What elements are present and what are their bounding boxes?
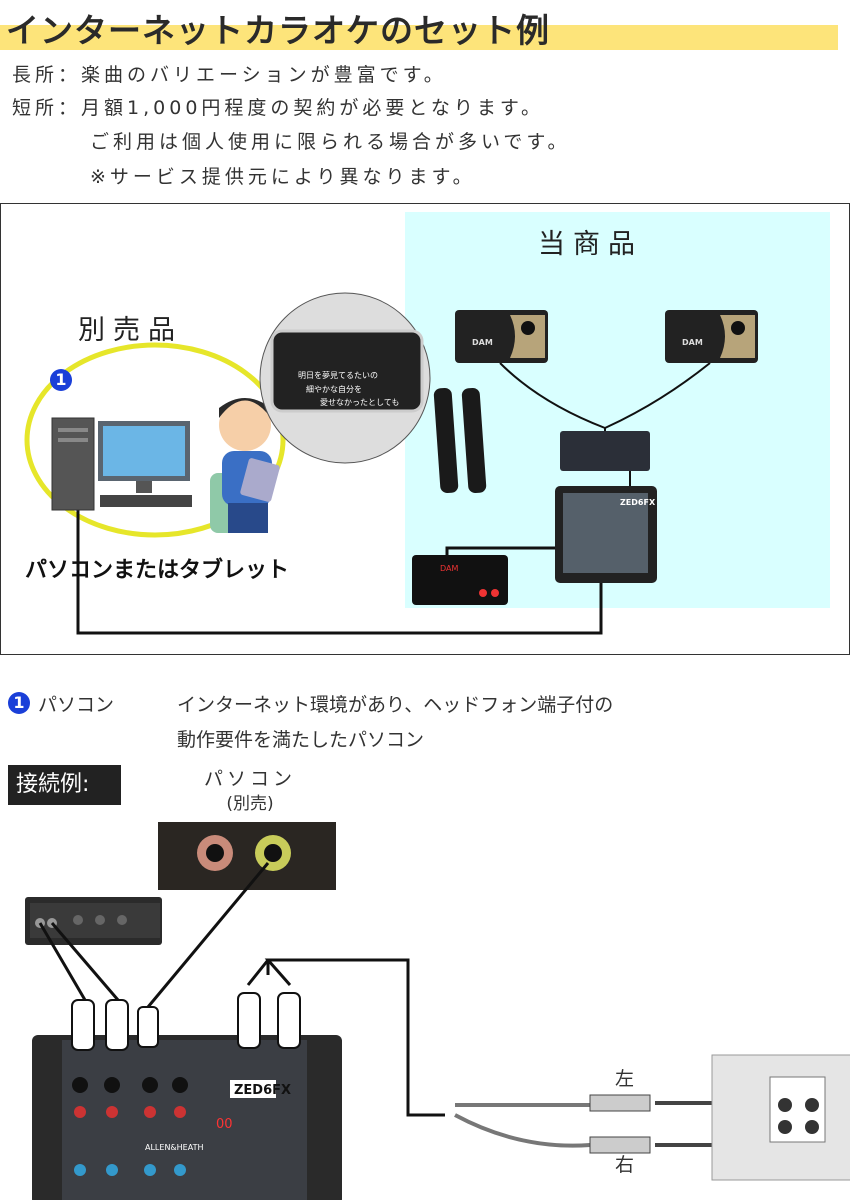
separate-label: 別売品 <box>78 315 183 346</box>
item1-desc-2: 動作要件を満たしたパソコン <box>177 729 425 751</box>
diagram-graphics: 明日を夢見てるたいの 細やかな自分を 愛せなかったとしても DAM DAM ZE… <box>24 292 758 635</box>
svg-text:DAM: DAM <box>472 338 493 347</box>
cable-dam-mixer <box>445 533 562 558</box>
pros-text: 楽曲のバリエーションが豊富です。 <box>81 64 447 86</box>
item1-badge: 1 <box>8 692 30 714</box>
receiver-device <box>711 1054 850 1181</box>
item1-name: パソコン <box>38 694 115 716</box>
lyric-line-2: 細やかな自分を <box>306 384 362 394</box>
cons-label: 短所： <box>12 97 82 119</box>
pc-label: パソコン <box>203 768 296 790</box>
left-channel-label: 左 <box>615 1068 635 1090</box>
amplifier-unit <box>560 431 650 471</box>
svg-text:00: 00 <box>216 1117 233 1132</box>
badge-1: 1 <box>50 369 72 391</box>
item1-desc-1: インターネット環境があり、ヘッドフォン端子付の <box>177 694 614 716</box>
speaker-left: DAM <box>455 310 548 363</box>
cons-line: 短所：月額1,000円程度の契約が必要となります。 <box>12 93 544 120</box>
cons-note: ※サービス提供元により異なります。 <box>90 166 476 188</box>
plugs <box>71 992 301 1051</box>
title-highlight <box>0 25 838 50</box>
included-label: 当商品 <box>538 229 643 260</box>
cons-text-2: ご利用は個人使用に限られる場合が多いです。 <box>90 131 571 153</box>
lyric-line-1: 明日を夢見てるたいの <box>298 370 378 380</box>
person-with-tablet-icon <box>210 398 280 533</box>
connection-heading: 接続例: <box>8 765 121 805</box>
right-channel-label: 右 <box>615 1154 635 1176</box>
rca-cable <box>454 1094 735 1154</box>
pc-group-oval <box>24 342 286 538</box>
speaker-cables <box>499 362 711 430</box>
dam-unit: DAM <box>412 555 508 605</box>
svg-text:DAM: DAM <box>440 564 458 573</box>
lyrics-bubble: 明日を夢見てるたいの 細やかな自分を 愛せなかったとしても <box>259 292 431 464</box>
cables <box>38 862 445 1117</box>
pros-label: 長所： <box>12 64 82 86</box>
lyric-line-3: 愛せなかったとしても <box>320 397 399 407</box>
svg-text:ALLEN&HEATH: ALLEN&HEATH <box>145 1143 204 1152</box>
microphones <box>433 387 487 494</box>
pc-jack-photo <box>158 822 336 890</box>
mixer-large: ZED6FX ALLEN&HEATH 00 <box>32 1035 342 1200</box>
svg-text:DAM: DAM <box>682 338 703 347</box>
small-device <box>25 897 162 945</box>
mixer-unit: ZED6FX <box>555 486 657 583</box>
mixer-model: ZED6FX <box>234 1083 291 1098</box>
pc-sub-label: (別売) <box>226 794 274 814</box>
pc-icon <box>51 417 192 511</box>
pros-line: 長所：楽曲のバリエーションが豊富です。 <box>12 60 447 87</box>
svg-text:ZED6FX: ZED6FX <box>620 498 656 507</box>
connection-graphics: ZED6FX ALLEN&HEATH 00 <box>25 822 850 1200</box>
page-title: インターネットカラオケのセット例 <box>6 11 550 50</box>
speaker-right: DAM <box>665 310 758 363</box>
device-caption: パソコンまたはタブレット <box>25 558 290 583</box>
cons-text: 月額1,000円程度の契約が必要となります。 <box>81 97 544 119</box>
